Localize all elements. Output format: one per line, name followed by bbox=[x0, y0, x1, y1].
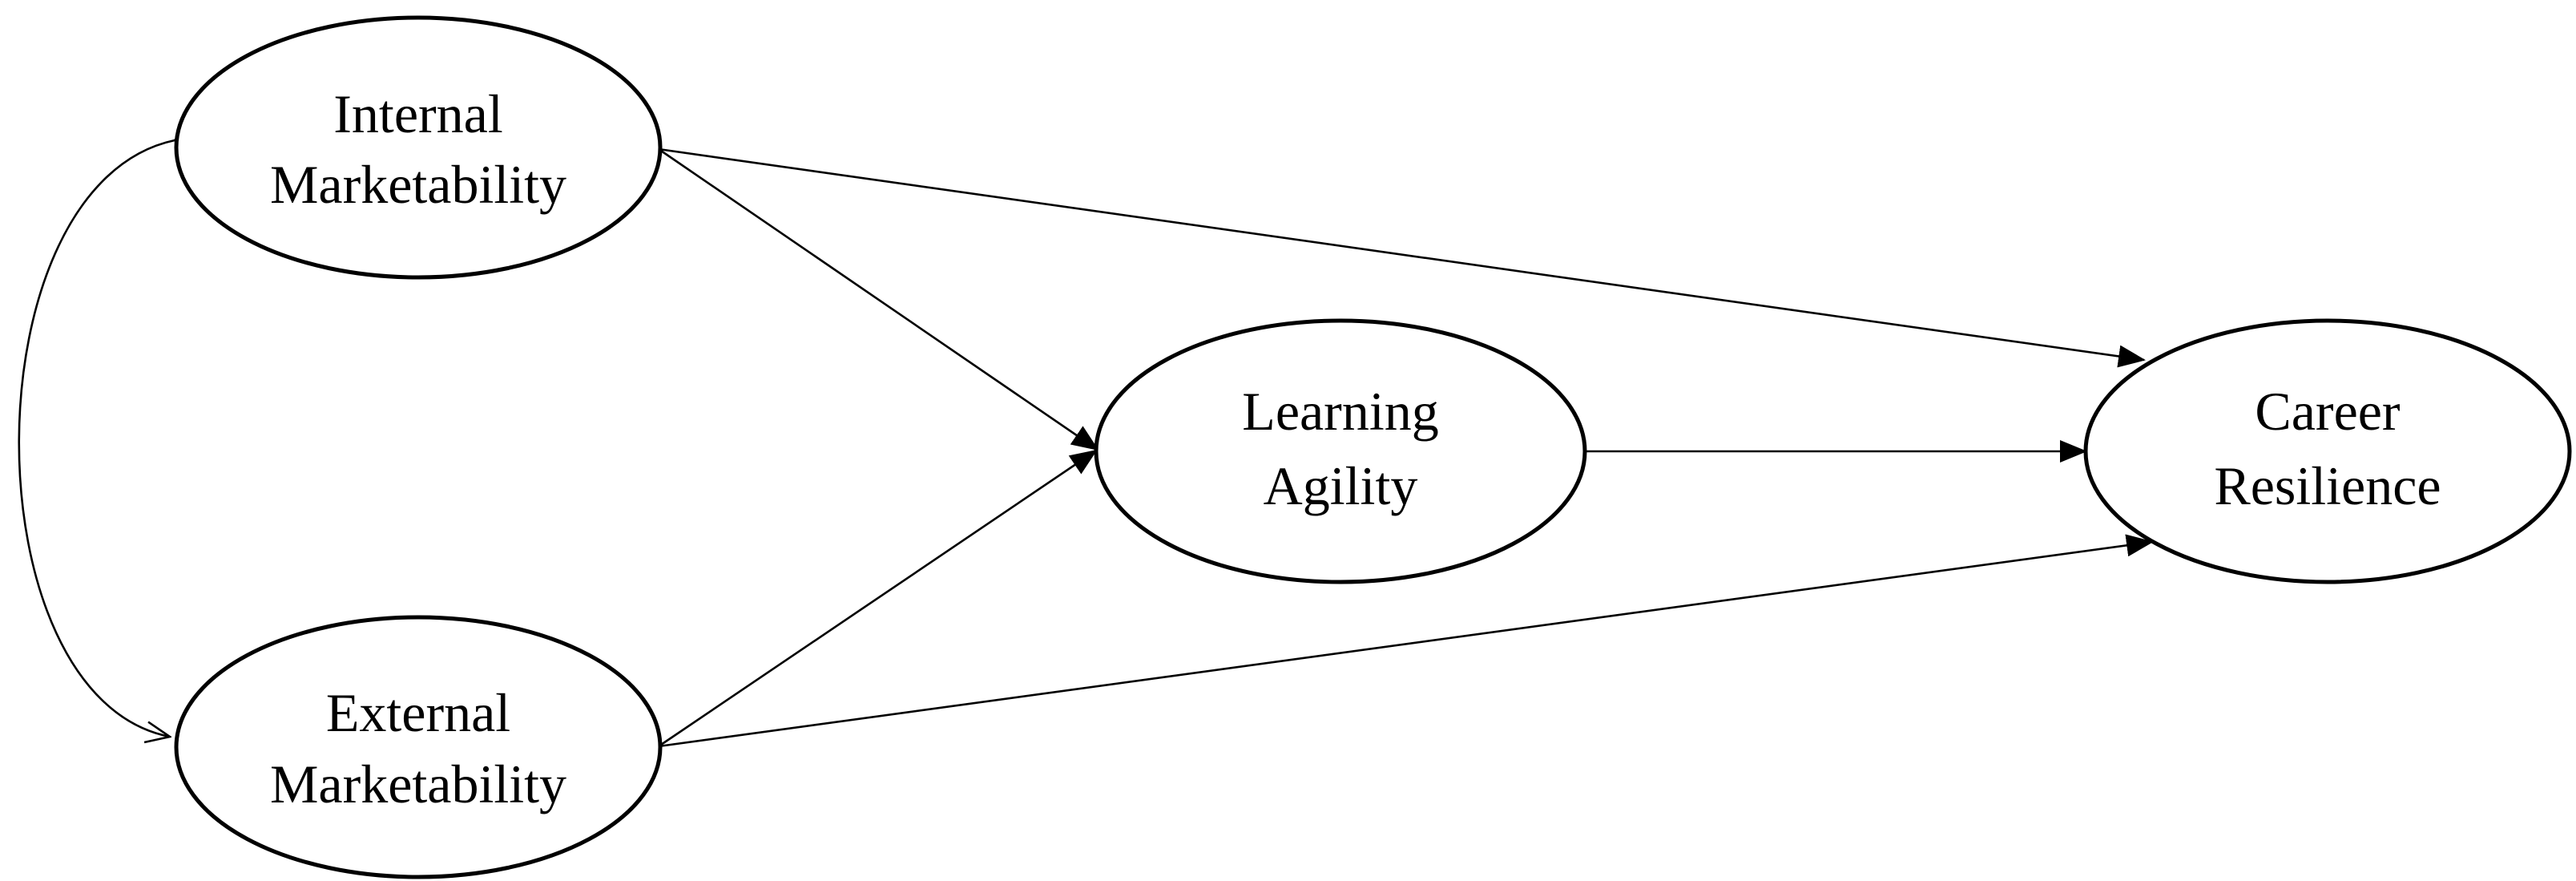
node-career-resilience: Career Resilience bbox=[2083, 318, 2572, 584]
edge-internal-to-learning-agility bbox=[658, 148, 1099, 451]
node-label-line-2: Marketability bbox=[270, 154, 566, 215]
node-learning-agility: Learning Agility bbox=[1094, 318, 1587, 584]
node-label-line-1: Internal bbox=[333, 83, 502, 144]
node-label-line-1: External bbox=[326, 682, 510, 743]
node-external-marketability: External Marketability bbox=[174, 615, 663, 879]
edge-covariance-internal-external bbox=[18, 140, 175, 737]
edge-external-to-career-resilience bbox=[658, 534, 2154, 748]
node-label-line-2: Marketability bbox=[270, 754, 566, 814]
node-internal-marketability: Internal Marketability bbox=[174, 15, 663, 280]
node-label-line-2: Agility bbox=[1264, 455, 1418, 516]
node-label-line-1: Learning bbox=[1242, 381, 1438, 442]
node-label-line-2: Resilience bbox=[2214, 455, 2441, 516]
edge-internal-to-career-resilience bbox=[658, 148, 2146, 368]
node-label-line-1: Career bbox=[2255, 381, 2401, 442]
edge-external-to-learning-agility bbox=[658, 449, 1098, 748]
